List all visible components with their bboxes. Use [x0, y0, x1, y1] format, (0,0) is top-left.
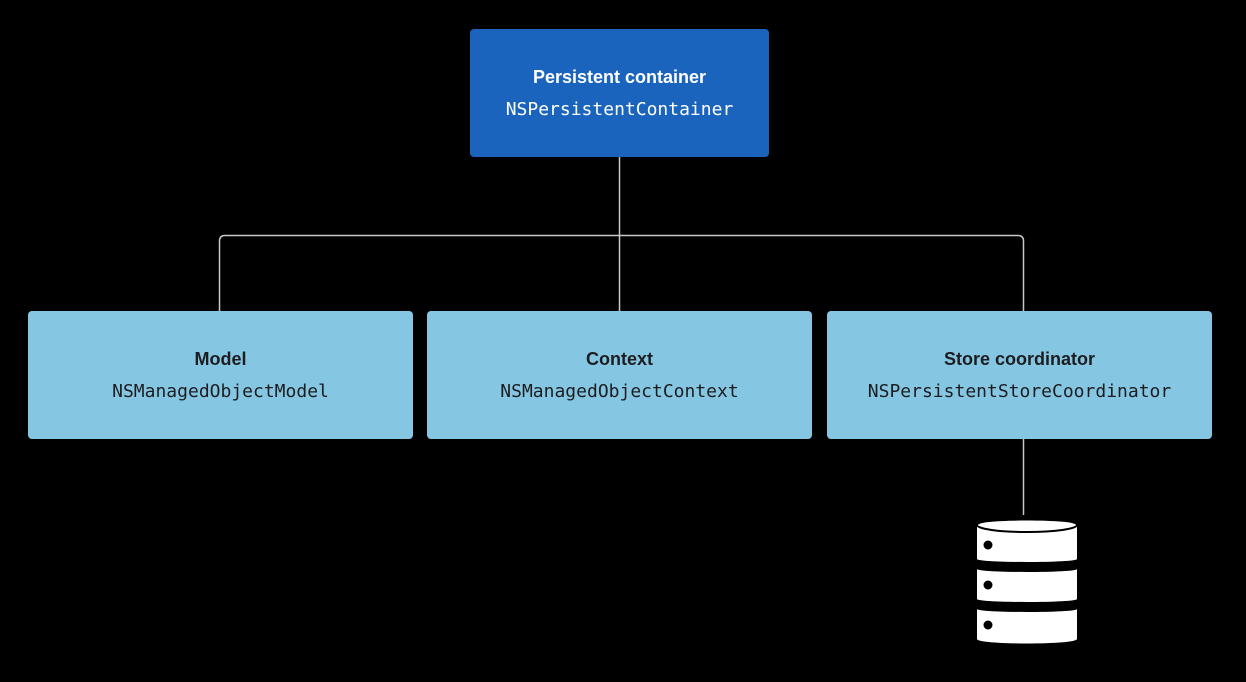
model-box: Model NSManagedObjectModel [28, 311, 413, 439]
store-coordinator-box: Store coordinator NSPersistentStoreCoord… [827, 311, 1212, 439]
persistent-container-class: NSPersistentContainer [505, 98, 734, 120]
context-class: NSManagedObjectContext [500, 380, 739, 402]
context-box: Context NSManagedObjectContext [427, 311, 812, 439]
context-title: Context [586, 348, 653, 369]
store-coordinator-title: Store coordinator [943, 348, 1095, 369]
model-title: Model [194, 348, 247, 369]
model-class: NSManagedObjectModel [112, 380, 329, 402]
database-icon [976, 517, 1078, 644]
persistent-container-box: Persistent container NSPersistentContain… [470, 29, 769, 157]
store-coordinator-class: NSPersistentStoreCoordinator [867, 380, 1172, 402]
container-to-children-connector [218, 157, 1025, 311]
persistent-container-title: Persistent container [532, 66, 707, 87]
